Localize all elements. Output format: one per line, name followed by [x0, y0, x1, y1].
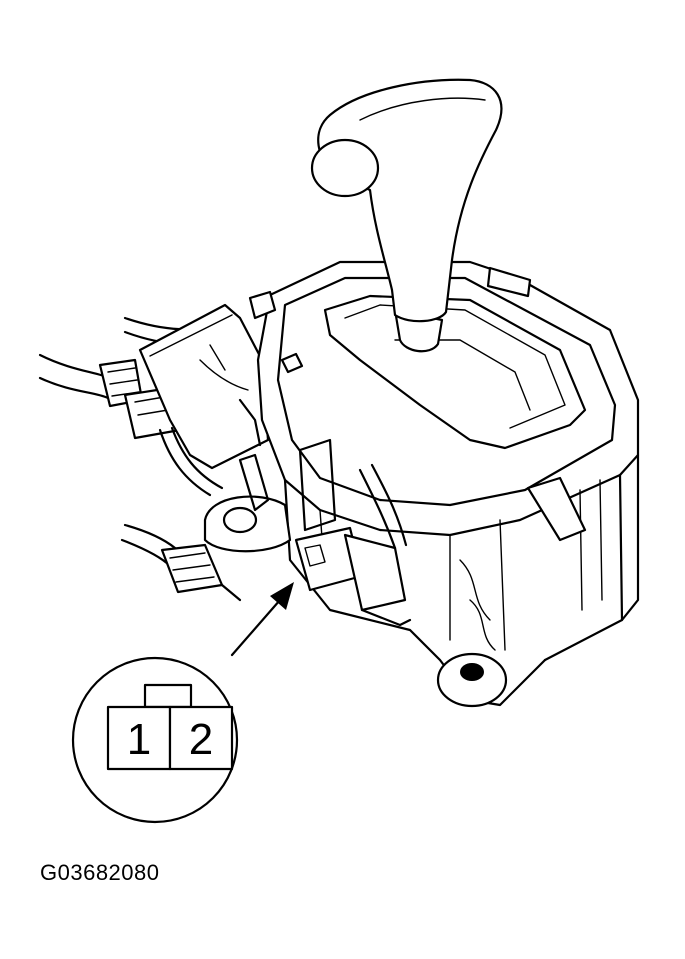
shift-console: [203, 260, 640, 708]
callout-arrow: [230, 582, 294, 657]
pin-label-1: 1: [127, 715, 151, 764]
console-connector: [294, 463, 412, 627]
left-mount-bracket: [138, 303, 270, 470]
loose-harness-connector: [120, 523, 242, 602]
figure-id: G03682080: [40, 860, 160, 885]
shift-lever: [310, 78, 503, 353]
upper-wiring-harness: [38, 316, 234, 497]
connector-face-detail: 1 2: [71, 656, 239, 824]
pin-label-2: 2: [189, 715, 213, 764]
